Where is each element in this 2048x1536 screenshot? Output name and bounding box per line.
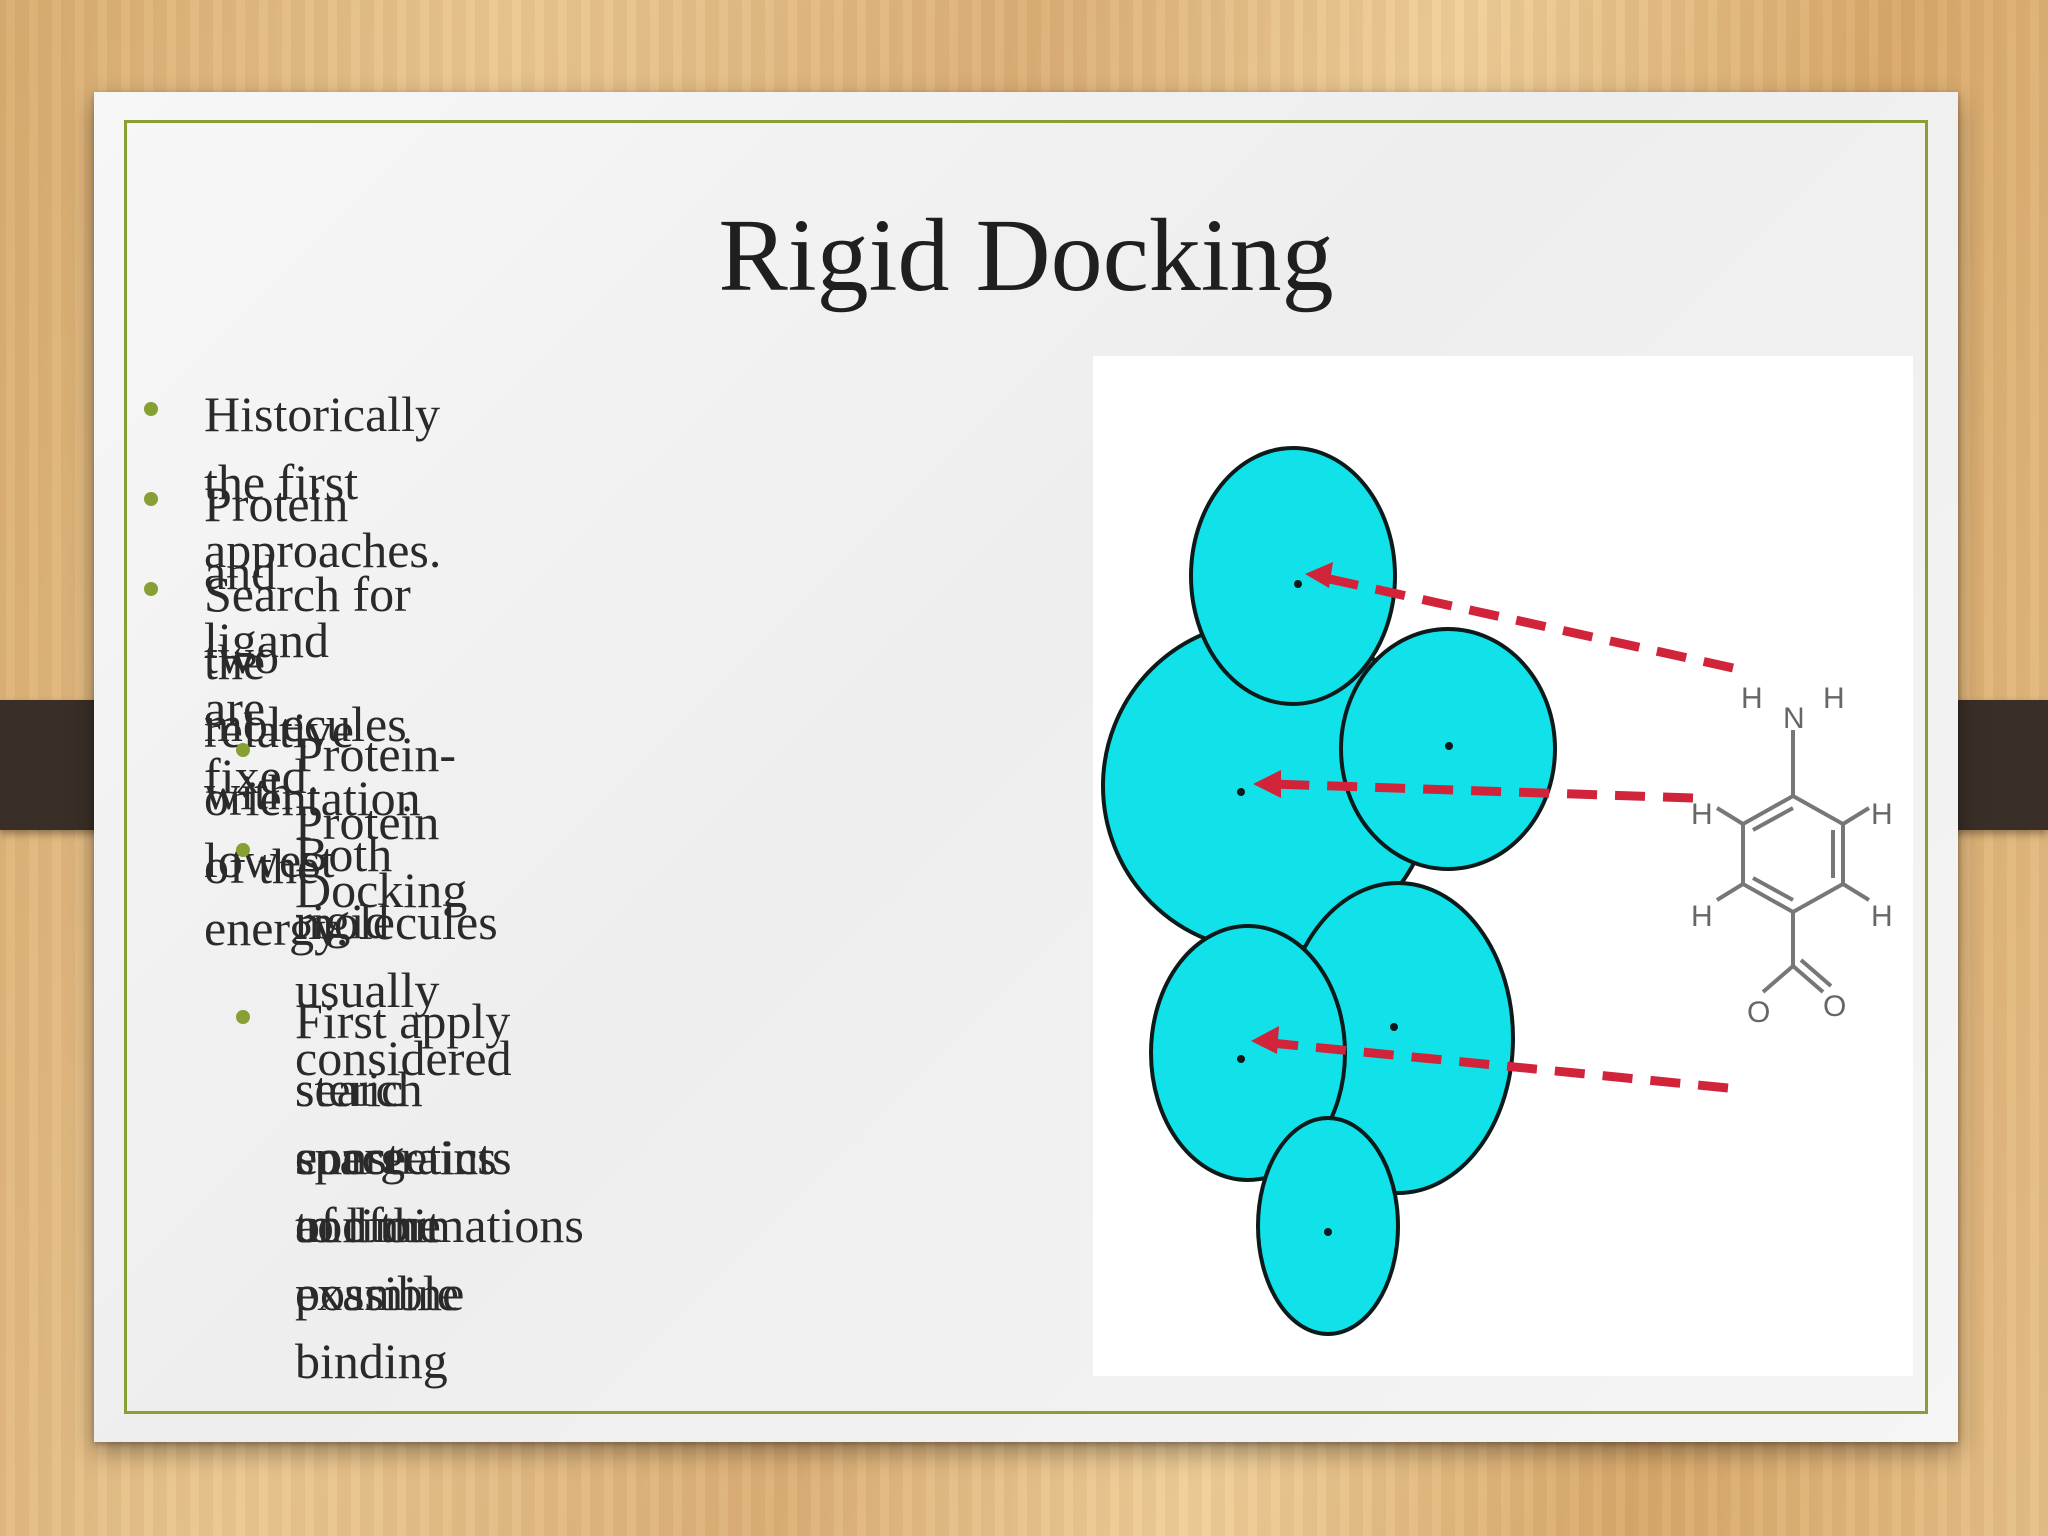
atom-h: H: [1871, 798, 1893, 831]
atom-h: H: [1691, 798, 1713, 831]
atom-o: O: [1747, 996, 1770, 1029]
sphere-top: [1189, 446, 1397, 706]
sub-bullet-marker: [236, 1010, 250, 1024]
sub-bullet-steric-line-3: energetics of possible binding: [295, 1129, 497, 1389]
sub-bullet-steric-line-4: conformations: [295, 1197, 584, 1253]
atom-h: H: [1871, 900, 1893, 933]
bullet-search-line-2: two molecules with lowest energy.: [204, 628, 407, 956]
interaction-arrows: [1270, 573, 1734, 1093]
atom-h: H: [1741, 682, 1763, 715]
slide-border: [124, 120, 1928, 1414]
atom-h: H: [1691, 900, 1713, 933]
sub-bullet-rigid-line-2: rigid: [295, 893, 390, 949]
sub-bullet-steric-line-1: First apply steric constraints to limit: [295, 993, 512, 1253]
atom-h: H: [1823, 682, 1845, 715]
atom-o: O: [1823, 990, 1846, 1023]
docking-figure: N H H H H H H O O: [1093, 356, 1913, 1376]
bullet-fixed: Protein and ligand are fixed.: [204, 476, 349, 804]
sub-bullet-marker: [236, 843, 250, 857]
sub-bullet-rigid-line-1: Both molecules usually considered: [295, 826, 512, 1086]
sub-bullet-steric-line-2: search space and the examine: [295, 1061, 465, 1321]
slide-card: Rigid Docking Historically the first app…: [94, 92, 1958, 1442]
sphere-centers: [1237, 580, 1453, 1236]
sphere-bottom: [1256, 1116, 1400, 1336]
bullet-marker: [144, 582, 158, 596]
sub-bullet-marker: [236, 743, 250, 757]
arrow-heads: [1251, 562, 1333, 1054]
ligand-molecule: [1715, 730, 1871, 994]
atom-n: N: [1783, 702, 1805, 735]
docking-diagram: N H H H H H H O O: [1101, 446, 1893, 1336]
bullet-marker: [144, 402, 158, 416]
atom-labels: N H H H H H H O O: [1691, 682, 1893, 1029]
slide-title: Rigid Docking: [718, 198, 1334, 313]
bullet-search-line-1: Search for the relative orientation of t…: [204, 566, 421, 894]
sub-bullet-protein-protein: Protein-Protein Docking: [295, 726, 468, 918]
bullet-marker: [144, 492, 158, 506]
bullet-historically: Historically the first approaches.: [204, 386, 442, 578]
